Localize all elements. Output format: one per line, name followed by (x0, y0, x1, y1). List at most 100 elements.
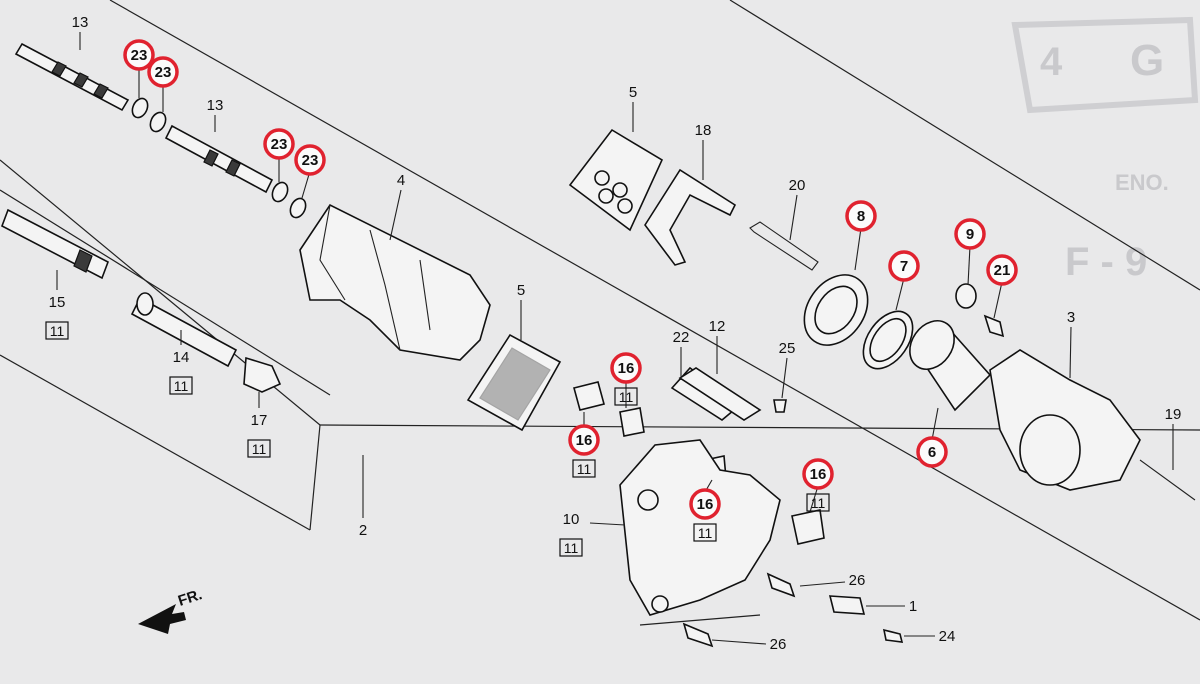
retainer-20 (749, 221, 819, 271)
highlight-ring (568, 424, 600, 456)
callout-20: 20 (789, 177, 806, 194)
reference-box (169, 376, 193, 395)
background-marks: G 4 ENO. F - 9 (1011, 16, 1199, 284)
callout-22: 22 (673, 329, 690, 346)
part-1 (828, 595, 866, 615)
callout-23: 23 (123, 39, 155, 71)
callout-number: 13 (207, 97, 224, 114)
reference-box (45, 321, 69, 340)
callout-25: 25 (779, 340, 796, 357)
callout-23: 23 (147, 56, 179, 88)
reference-number: 11 (50, 323, 65, 339)
callout-number: 6 (928, 444, 936, 461)
reference-box (572, 459, 596, 478)
callout-number: 22 (673, 329, 690, 346)
callout-number: 21 (994, 262, 1011, 279)
highlight-ring (888, 250, 920, 282)
reference-box (559, 538, 583, 557)
reference-box (693, 523, 717, 542)
callout-number: 20 (789, 177, 806, 194)
reference-number: 11 (811, 495, 826, 511)
callout-number: 16 (810, 466, 827, 483)
callout-number: 25 (779, 340, 796, 357)
reference-box (247, 439, 271, 458)
leader-lines (56, 32, 1174, 645)
piston-seal-7 (862, 310, 914, 370)
callout-number: 1 (909, 598, 917, 615)
reference-box (614, 387, 638, 406)
piston-6 (909, 320, 992, 412)
callout-5: 5 (629, 84, 637, 101)
callout-13: 13 (207, 97, 224, 114)
callout-1: 1 (909, 598, 917, 615)
bleeder-valve-21 (983, 314, 1005, 338)
callout-number: 24 (939, 628, 956, 645)
callout-number: 16 (697, 496, 714, 513)
shaft-13-middle (164, 124, 274, 194)
reference-number: 11 (252, 441, 267, 457)
callout-4: 4 (397, 172, 405, 189)
leader-line (711, 639, 767, 645)
highlight-ring (802, 458, 834, 490)
reference-box (806, 493, 830, 512)
callout-number: 3 (1067, 309, 1075, 326)
bleeder-cap-9 (955, 283, 977, 309)
leader-line (809, 485, 819, 513)
callout-5: 5 (517, 282, 525, 299)
leader-line (389, 189, 402, 241)
callout-2: 2 (359, 522, 367, 539)
leader-line (781, 357, 788, 399)
highlight-ring (294, 144, 326, 176)
callout-number: 23 (271, 136, 288, 153)
caliper-cover-4 (299, 203, 491, 361)
caliper-bracket-10 (619, 439, 781, 616)
callout-26: 26 (770, 636, 787, 653)
washers-23-upper (131, 97, 167, 133)
washers-23-middle (271, 181, 307, 219)
callout-number: 15 (49, 294, 66, 311)
callout-number: 16 (576, 432, 593, 449)
callout-number: 5 (517, 282, 525, 299)
callout-number: 23 (302, 152, 319, 169)
callout-number: 9 (966, 226, 974, 243)
pad-clip-12 (678, 367, 762, 421)
caliper-body-3 (989, 349, 1141, 491)
leader-line (993, 281, 1003, 319)
callout-26: 26 (849, 572, 866, 589)
highlight-ring (845, 200, 877, 232)
callout-7: 7 (888, 250, 920, 282)
leader-line (1069, 326, 1072, 379)
callout-21: 21 (986, 254, 1018, 286)
highlight-ring (263, 128, 295, 160)
frame-lines (0, 0, 1200, 626)
reference-number: 11 (619, 389, 634, 405)
pin-14 (130, 292, 238, 368)
bg-side-text-2: F - 9 (1065, 240, 1147, 284)
leader-line (589, 522, 626, 526)
callout-number: 4 (397, 172, 405, 189)
brake-pad-5-lower (466, 333, 562, 432)
callout-number: 26 (849, 572, 866, 589)
nut-17 (243, 356, 282, 393)
callout-number: 18 (695, 122, 712, 139)
reference-number: 11 (577, 461, 592, 477)
highlight-ring (123, 39, 155, 71)
reference-number: 11 (564, 540, 579, 556)
callout-6: 6 (916, 436, 948, 468)
dust-boot-8 (803, 274, 869, 346)
pad-spring-18 (644, 168, 737, 266)
callout-number: 26 (770, 636, 787, 653)
highlight-ring (954, 218, 986, 250)
leader-line (967, 245, 971, 286)
screw-25 (773, 399, 787, 413)
